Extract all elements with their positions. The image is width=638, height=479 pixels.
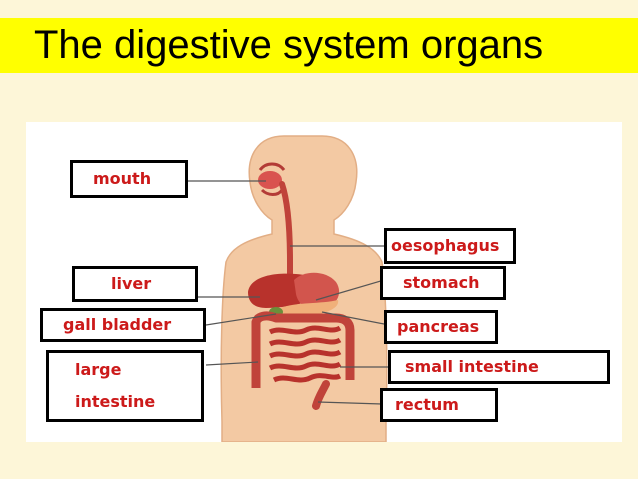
label-large-intestine-line2: intestine (75, 392, 156, 411)
rectum-organ (312, 380, 330, 410)
label-gall-bladder: gall bladder (40, 308, 206, 342)
leader-line-pancreas (321, 311, 385, 325)
oesophagus-organ (279, 181, 293, 285)
title-bar: The digestive system organs (0, 18, 638, 73)
label-large-intestine: large intestine (46, 350, 204, 422)
leader-line-rectum (317, 401, 383, 405)
label-gall-bladder-text: gall bladder (63, 315, 172, 334)
label-oesophagus: oesophagus (384, 228, 516, 264)
label-pancreas: pancreas (384, 310, 498, 344)
leader-line-stomach (315, 279, 385, 301)
label-rectum-text: rectum (395, 395, 459, 414)
label-liver: liver (72, 266, 198, 302)
mouth-organ (258, 162, 286, 196)
label-oesophagus-text: oesophagus (391, 236, 500, 255)
label-stomach-text: stomach (403, 273, 480, 292)
large-intestine-organ (251, 311, 355, 388)
label-pancreas-text: pancreas (397, 317, 480, 336)
label-small-intestine: small intestine (388, 350, 610, 384)
leader-lines (188, 180, 388, 405)
label-mouth-text: mouth (93, 169, 152, 188)
digestive-system-diagram (188, 135, 388, 442)
label-mouth: mouth (70, 160, 188, 198)
label-large-intestine-line1: large (75, 360, 122, 379)
stomach-organ (294, 272, 340, 310)
label-liver-text: liver (111, 274, 152, 293)
page-title: The digestive system organs (34, 23, 544, 67)
diagram-panel: mouth oesophagus liver stomach gall blad… (26, 122, 622, 442)
leader-line-large-intestine (205, 361, 259, 366)
leader-line-gall-bladder (205, 313, 277, 326)
label-small-intestine-text: small intestine (405, 357, 539, 376)
label-rectum: rectum (380, 388, 498, 422)
label-stomach: stomach (380, 266, 506, 300)
small-intestine-organ (268, 325, 342, 383)
